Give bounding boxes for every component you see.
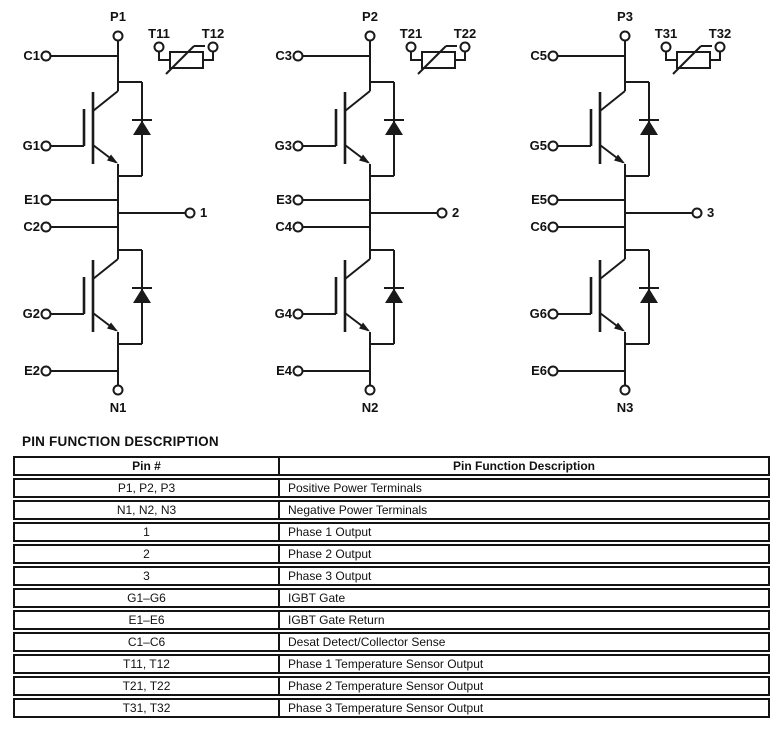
pin-table-title: PIN FUNCTION DESCRIPTION — [22, 434, 219, 449]
lower-gate-label: G6 — [530, 306, 547, 321]
pin-description-cell: Phase 3 Output — [278, 566, 770, 586]
pin-number-cell: 1 — [13, 522, 278, 542]
pin-description-cell: Positive Power Terminals — [278, 478, 770, 498]
pin-number-cell: 2 — [13, 544, 278, 564]
lower-collector-label: C4 — [275, 219, 292, 234]
negative-terminal-label: N3 — [617, 400, 634, 415]
lower-emitter-label: E6 — [531, 363, 547, 378]
pin-number-cell: T11, T12 — [13, 654, 278, 674]
phase-3-circuit — [549, 32, 725, 395]
lower-collector-label: C6 — [530, 219, 547, 234]
lower-collector-label: C2 — [23, 219, 40, 234]
upper-collector-label: C1 — [23, 48, 40, 63]
phase-output-label: 3 — [707, 205, 714, 220]
pin-number-cell: C1–C6 — [13, 632, 278, 652]
pin-description-header: Pin Function Description — [278, 456, 770, 476]
pin-description-cell: IGBT Gate Return — [278, 610, 770, 630]
pin-number-cell: 3 — [13, 566, 278, 586]
pin-number-cell: T31, T32 — [13, 698, 278, 718]
upper-gate-label: G3 — [275, 138, 292, 153]
upper-emitter-label: E3 — [276, 192, 292, 207]
upper-collector-label: C5 — [530, 48, 547, 63]
pin-number-cell: N1, N2, N3 — [13, 500, 278, 520]
lower-emitter-label: E4 — [276, 363, 293, 378]
upper-collector-label: C3 — [275, 48, 292, 63]
lower-emitter-label: E2 — [24, 363, 40, 378]
pin-description-cell: Desat Detect/Collector Sense — [278, 632, 770, 652]
pin-description-cell: Phase 3 Temperature Sensor Output — [278, 698, 770, 718]
pin-description-cell: Phase 2 Output — [278, 544, 770, 564]
pin-number-cell: E1–E6 — [13, 610, 278, 630]
pin-description-cell: Negative Power Terminals — [278, 500, 770, 520]
pin-number-cell: T21, T22 — [13, 676, 278, 696]
pin-description-cell: Phase 2 Temperature Sensor Output — [278, 676, 770, 696]
positive-terminal-label: P3 — [617, 9, 633, 24]
temp-terminal-b-label: T22 — [454, 26, 476, 41]
phase-output-label: 2 — [452, 205, 459, 220]
pin-description-cell: IGBT Gate — [278, 588, 770, 608]
pin-description-cell: Phase 1 Temperature Sensor Output — [278, 654, 770, 674]
temp-terminal-a-label: T11 — [148, 26, 170, 41]
temp-terminal-b-label: T12 — [202, 26, 224, 41]
lower-gate-label: G4 — [275, 306, 293, 321]
phase-1-labels: P1 T11 T12 C1 G1 E1 1 C2 G2 E2 N1 — [23, 9, 225, 415]
phase-1-circuit — [42, 32, 218, 395]
phase-2-circuit — [294, 32, 470, 395]
pin-number-cell: P1, P2, P3 — [13, 478, 278, 498]
circuit-schematic: P1 T11 T12 C1 G1 E1 1 C2 G2 E2 N1 P2 T21… — [23, 9, 732, 415]
positive-terminal-label: P1 — [110, 9, 126, 24]
upper-gate-label: G1 — [23, 138, 40, 153]
upper-emitter-label: E1 — [24, 192, 40, 207]
phase-3-labels: P3 T31 T32 C5 G5 E5 3 C6 G6 E6 N3 — [530, 9, 732, 415]
phase-2-labels: P2 T21 T22 C3 G3 E3 2 C4 G4 E4 N2 — [275, 9, 477, 415]
phase-output-label: 1 — [200, 205, 207, 220]
temp-terminal-a-label: T31 — [655, 26, 677, 41]
negative-terminal-label: N2 — [362, 400, 379, 415]
upper-gate-label: G5 — [530, 138, 547, 153]
negative-terminal-label: N1 — [110, 400, 127, 415]
temp-terminal-a-label: T21 — [400, 26, 422, 41]
upper-emitter-label: E5 — [531, 192, 547, 207]
lower-gate-label: G2 — [23, 306, 40, 321]
pin-number-header: Pin # — [13, 456, 278, 476]
pin-function-table: Pin # Pin Function Description P1, P2, P… — [13, 454, 770, 720]
positive-terminal-label: P2 — [362, 9, 378, 24]
pin-number-cell: G1–G6 — [13, 588, 278, 608]
table-header-row: Pin # Pin Function Description — [13, 456, 770, 476]
temp-terminal-b-label: T32 — [709, 26, 731, 41]
pin-description-cell: Phase 1 Output — [278, 522, 770, 542]
